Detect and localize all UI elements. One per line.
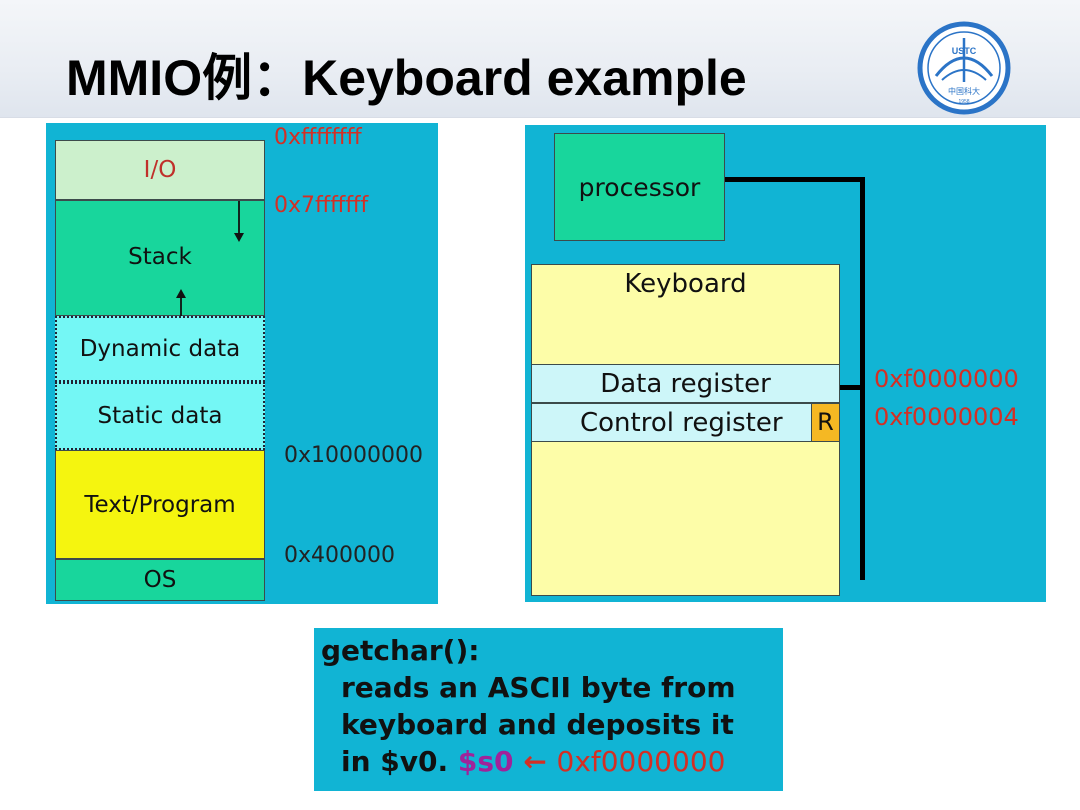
title-band [0,0,1080,118]
data-register-address: 0xf0000000 [874,365,1019,393]
address-stack-top: 0x7fffffff [274,193,369,218]
ready-bit: R [811,402,840,442]
getchar-panel: getchar(): reads an ASCII byte from keyb… [314,628,783,791]
control-register-address: 0xf0000004 [874,403,1019,431]
heap-up-arrow-icon [176,289,186,316]
stack-down-arrow-icon [234,201,244,242]
bus-branch-data [840,385,862,390]
bus-horizontal-top [725,177,865,182]
memory-map-panel: I/O Stack Dynamic data Static data Text/… [46,123,438,604]
segment-stack-label: Stack [128,244,192,270]
ready-bit-label: R [817,408,834,436]
getchar-address: 0xf0000000 [556,745,726,778]
keyboard-box: Keyboard Data register Control register … [531,264,840,596]
segment-text-program: Text/Program [55,450,265,559]
bus-vertical [860,177,865,580]
address-data-base: 0x10000000 [284,443,423,468]
getchar-line-2: keyboard and deposits it [341,708,734,741]
getchar-arrow-icon: ← [523,745,547,778]
segment-os: OS [55,559,265,601]
address-top: 0xffffffff [274,125,362,150]
slide-title: MMIO例：Keyboard example [66,50,747,106]
segment-dynamic-label: Dynamic data [79,336,241,362]
segment-dynamic-data: Dynamic data [55,316,265,382]
processor-box: processor [554,133,725,241]
ustc-logo: USTC 中国科大 1958 [917,21,1011,115]
getchar-line-1: reads an ASCII byte from [341,671,736,704]
segment-os-label: OS [143,567,177,593]
control-register-label: Control register [580,407,783,438]
segment-io-label: I/O [143,157,177,183]
logo-top-text: USTC [952,46,977,56]
getchar-line-3-prefix: in $v0. [341,745,449,778]
segment-text-label: Text/Program [84,491,236,518]
segment-stack: Stack [55,200,265,316]
processor-label: processor [578,172,701,202]
data-register: Data register [531,364,840,403]
keyboard-diagram-panel: processor Keyboard Data register Control… [525,125,1046,602]
keyboard-label: Keyboard [624,269,747,299]
getchar-register: $s0 [457,745,514,778]
data-register-label: Data register [600,368,771,399]
logo-year: 1958 [958,99,969,105]
getchar-heading: getchar(): [321,634,480,667]
logo-bottom-text: 中国科大 [948,86,980,96]
segment-io: I/O [55,140,265,200]
segment-static-data: Static data [55,382,265,450]
segment-static-label: Static data [97,403,223,429]
getchar-line-3: in $v0. $s0 ← 0xf0000000 [321,743,783,780]
control-register: Control register R [531,402,840,442]
address-text-base: 0x400000 [284,543,395,568]
